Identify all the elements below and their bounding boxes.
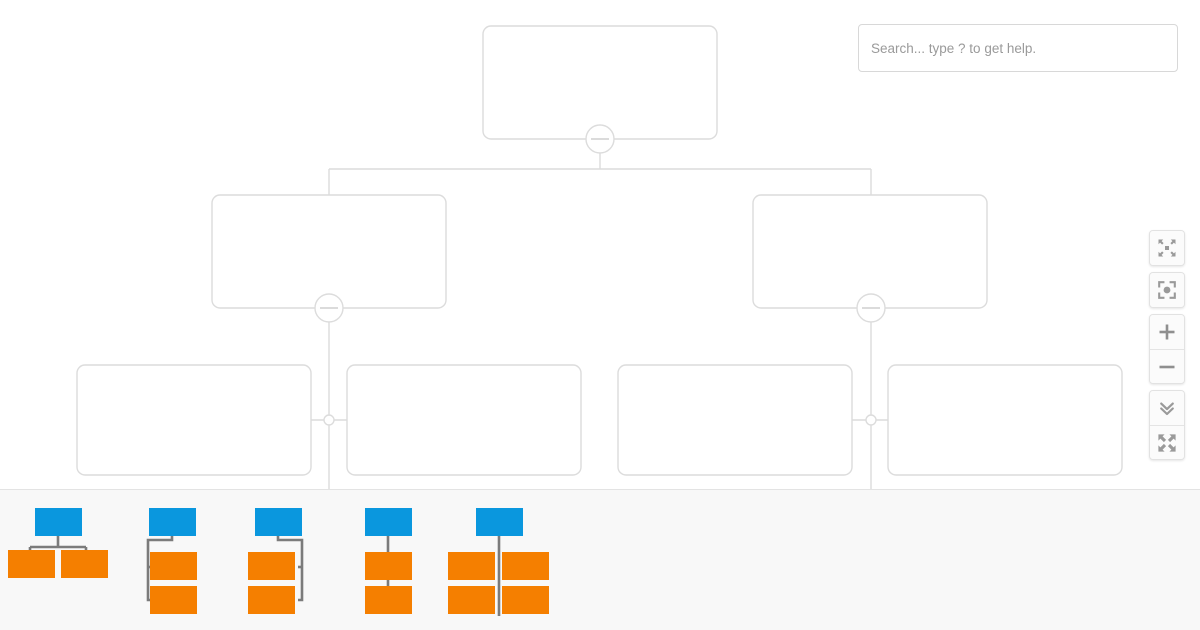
palette-child-node bbox=[150, 552, 197, 580]
layout-option-right-stack[interactable] bbox=[240, 490, 350, 630]
collapse-toggle-root[interactable] bbox=[585, 124, 615, 154]
collapse-toggle-layer bbox=[314, 124, 886, 323]
node-layer bbox=[76, 25, 1123, 476]
layout-option-two-column-split[interactable] bbox=[440, 490, 570, 630]
palette-child-node bbox=[61, 550, 108, 578]
chart-node-leaf-1[interactable] bbox=[76, 364, 312, 476]
chart-node-leaf-2[interactable] bbox=[346, 364, 582, 476]
fullscreen-arrows-icon bbox=[1158, 433, 1176, 452]
layout-option-strip bbox=[0, 490, 570, 630]
chart-node-branch-right[interactable] bbox=[752, 194, 988, 309]
expand-all-button[interactable] bbox=[1150, 391, 1184, 425]
palette-child-node bbox=[248, 586, 295, 614]
search-input[interactable] bbox=[858, 24, 1178, 72]
palette-child-node bbox=[448, 552, 495, 580]
zoom-in-button[interactable] bbox=[1150, 315, 1184, 349]
palette-parent-node bbox=[476, 508, 523, 536]
minus-icon bbox=[1159, 365, 1175, 368]
org-chart-diagram bbox=[76, 25, 1123, 489]
standard-tree-layout-icon bbox=[8, 508, 108, 578]
center-view-group bbox=[1149, 272, 1185, 308]
chart-node-root[interactable] bbox=[482, 25, 718, 140]
expand-fullscreen-group bbox=[1149, 390, 1185, 460]
collapse-toggle-branch-left[interactable] bbox=[314, 293, 344, 323]
plus-icon bbox=[1159, 324, 1175, 340]
layout-option-standard-tree[interactable] bbox=[0, 490, 130, 630]
center-view-button[interactable] bbox=[1150, 273, 1184, 307]
chart-node-leaf-4[interactable] bbox=[887, 364, 1123, 476]
search-box[interactable] bbox=[858, 24, 1178, 72]
palette-child-node bbox=[8, 550, 55, 578]
palette-parent-node bbox=[365, 508, 412, 536]
palette-child-node bbox=[502, 586, 549, 614]
chart-node-leaf-3[interactable] bbox=[617, 364, 853, 476]
spine-junction-right bbox=[865, 414, 877, 426]
palette-child-node bbox=[448, 586, 495, 614]
palette-parent-node bbox=[255, 508, 302, 536]
vertical-chain-layout-icon bbox=[365, 508, 412, 614]
palette-child-node bbox=[365, 586, 412, 614]
palette-child-node bbox=[248, 552, 295, 580]
two-column-split-layout-icon bbox=[448, 508, 549, 616]
chart-node-branch-left[interactable] bbox=[211, 194, 447, 309]
zoom-group bbox=[1149, 314, 1185, 384]
chart-canvas[interactable] bbox=[0, 0, 1200, 489]
palette-parent-node bbox=[35, 508, 82, 536]
connector-layer bbox=[311, 152, 888, 489]
canvas-controls bbox=[1149, 230, 1185, 460]
junction-layer bbox=[323, 414, 877, 426]
palette-child-node bbox=[365, 552, 412, 580]
palette-child-node bbox=[150, 586, 197, 614]
right-stack-layout-icon bbox=[248, 508, 304, 614]
fit-to-screen-button[interactable] bbox=[1150, 231, 1184, 265]
collapse-toggle-branch-right[interactable] bbox=[856, 293, 886, 323]
palette-child-node bbox=[502, 552, 549, 580]
fullscreen-button[interactable] bbox=[1150, 425, 1184, 459]
focus-target-icon bbox=[1158, 281, 1176, 299]
layout-option-left-stack[interactable] bbox=[130, 490, 240, 630]
palette-parent-node bbox=[149, 508, 196, 536]
spine-junction-left bbox=[323, 414, 335, 426]
fit-to-screen-group bbox=[1149, 230, 1185, 266]
left-stack-layout-icon bbox=[146, 508, 197, 614]
chevron-double-down-icon bbox=[1160, 402, 1174, 416]
expand-to-center-icon bbox=[1158, 239, 1176, 257]
layout-palette-panel bbox=[0, 489, 1200, 630]
zoom-out-button[interactable] bbox=[1150, 349, 1184, 383]
layout-option-vertical-chain[interactable] bbox=[350, 490, 440, 630]
